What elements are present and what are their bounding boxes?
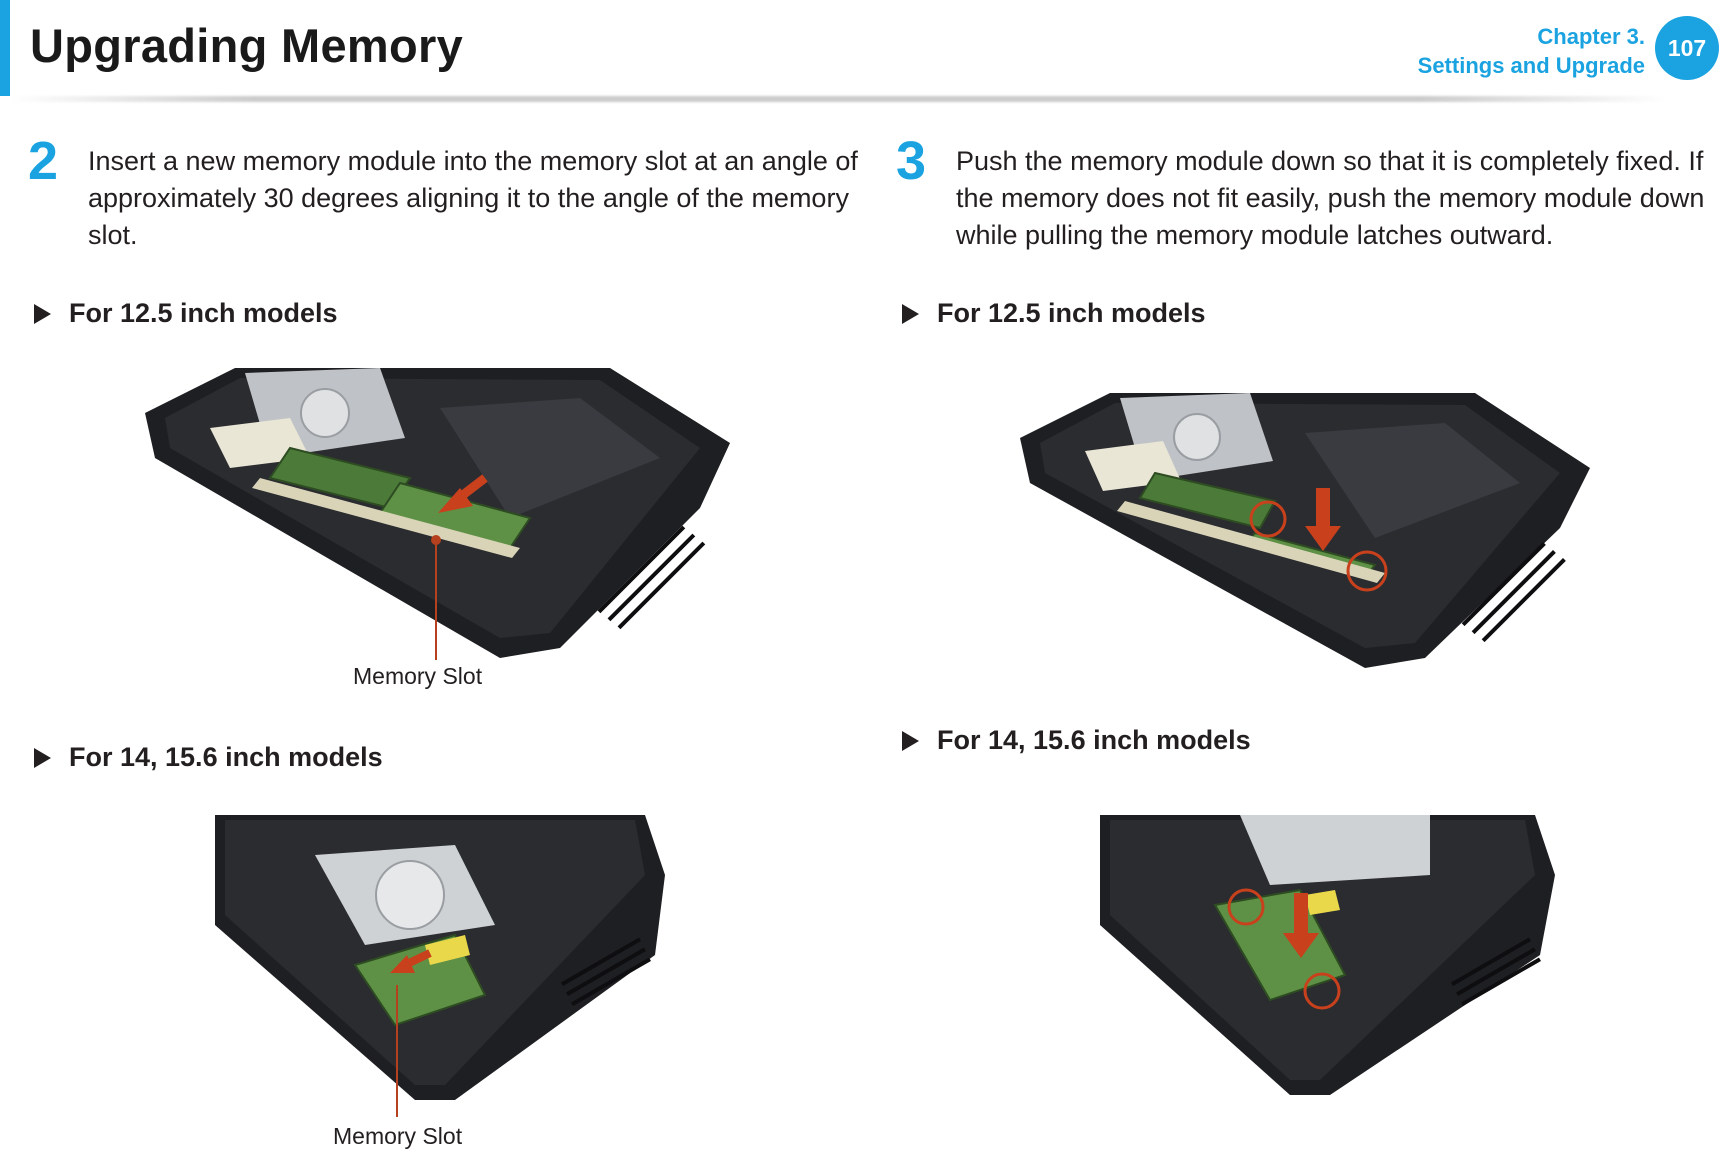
latch-circle-icon [1227,888,1265,926]
subheading-right-14-15-6: For 14, 15.6 inch models [902,725,1251,756]
triangle-bullet-icon [902,303,919,324]
triangle-bullet-icon [34,303,51,324]
memory-slot-caption-1: Memory Slot [353,663,483,689]
chapter-number: Chapter 3. [1537,24,1645,49]
page-number-badge: 107 [1655,16,1719,80]
header-accent-bar [0,0,10,96]
laptop-12-5-push-figure [1020,393,1590,668]
subheading-left-14-15-6: For 14, 15.6 inch models [34,742,383,773]
page-title: Upgrading Memory [30,19,464,72]
step-number-3: 3 [896,131,927,191]
step-number-2: 2 [28,131,59,191]
laptop-14-insert-figure [215,815,665,1100]
subheading-right-12-5: For 12.5 inch models [902,298,1206,329]
diagonal-arrow-icon [390,949,432,973]
laptop-12-5-insert-figure [145,368,730,658]
triangle-bullet-icon [34,747,51,768]
latch-circle-icon [1303,972,1341,1010]
triangle-bullet-icon [902,730,919,751]
latch-circle-icon [1346,550,1388,592]
down-arrow-icon [1283,893,1319,958]
memory-slot-leader-1 [435,540,437,660]
step-2-text: Insert a new memory module into the memo… [88,146,858,250]
memory-slot-caption-2: Memory Slot [333,1123,463,1149]
chapter-label: Chapter 3. Settings and Upgrade [1418,22,1645,80]
latch-circle-icon [1249,500,1287,538]
subheading-left-12-5: For 12.5 inch models [34,298,338,329]
memory-slot-leader-2 [396,985,398,1117]
step-3-text: Push the memory module down so that it i… [956,146,1705,250]
diagonal-arrow-icon [438,474,488,513]
header-divider [10,96,1665,102]
down-arrow-icon [1305,488,1341,551]
laptop-14-push-figure [1100,815,1555,1095]
chapter-name: Settings and Upgrade [1417,53,1645,78]
memory-module [1213,888,1347,1002]
